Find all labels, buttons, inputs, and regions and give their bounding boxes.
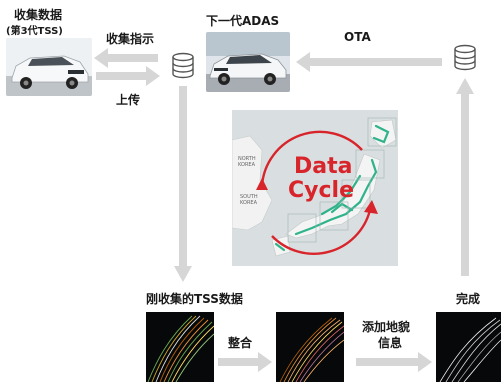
- ota-arrow: [296, 52, 442, 72]
- add-map-info-label-1: 添加地貌: [362, 320, 411, 334]
- current-car-photo: [6, 38, 92, 96]
- ota-label: OTA: [344, 30, 371, 44]
- integrated-data-image: [276, 312, 344, 382]
- add-map-info-label-2: 信息: [378, 336, 403, 350]
- up-arrow: [456, 78, 474, 276]
- suv-white-icon: [6, 38, 92, 96]
- database-icon: [454, 44, 476, 71]
- data-cycle-line1: Data: [294, 154, 353, 179]
- integrate-arrow: [218, 352, 272, 372]
- upload-arrow: [96, 66, 160, 86]
- japan-map-graphic: [232, 110, 398, 266]
- ev-white-icon: [206, 32, 290, 92]
- completed-map-image: [436, 312, 501, 382]
- collect-instruction-label: 收集指示: [106, 32, 155, 46]
- collect-title: 收集数据: [14, 8, 63, 22]
- upload-label: 上传: [116, 93, 141, 107]
- complete-label: 完成: [456, 292, 481, 306]
- collect-subtitle: (第3代TSS): [6, 26, 63, 37]
- database-icon: [172, 52, 194, 79]
- next-gen-car-photo: [206, 32, 290, 92]
- just-collected-label: 刚收集的TSS数据: [146, 292, 243, 306]
- raw-tss-data-image: [146, 312, 214, 382]
- down-arrow: [174, 86, 192, 282]
- next-adas-title: 下一代ADAS: [206, 14, 280, 28]
- add-map-info-arrow: [356, 352, 432, 372]
- road-data-image: [147, 315, 214, 382]
- road-data-image: [279, 317, 344, 382]
- collect-instruction-arrow: [94, 48, 158, 68]
- integrate-label: 整合: [228, 336, 253, 350]
- data-cycle-line2: Cycle: [288, 178, 354, 203]
- road-data-image: [439, 317, 501, 382]
